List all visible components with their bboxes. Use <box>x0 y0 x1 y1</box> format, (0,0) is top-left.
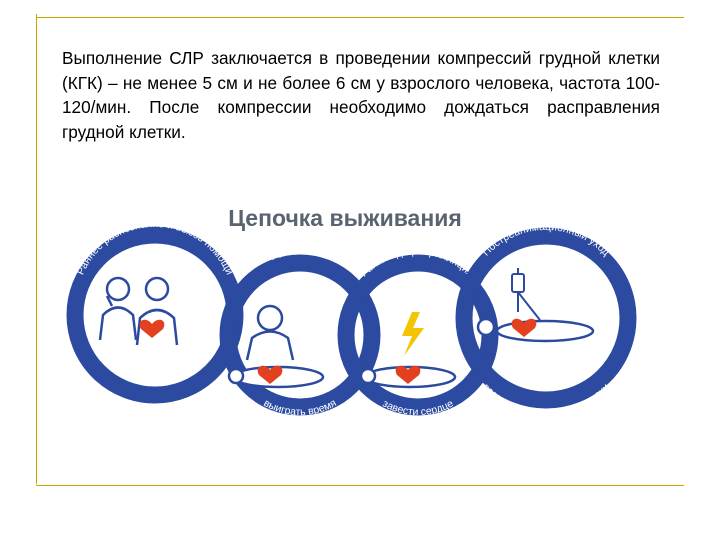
heart-icon <box>395 365 421 384</box>
heart-icon <box>139 319 165 338</box>
diagram-title: Цепочка выживания <box>228 205 462 231</box>
lightning-bolt-icon <box>402 312 424 356</box>
chain-link-2: Ранняя СЛР выиграть время <box>219 245 381 418</box>
chain-link-1: Раннее распознание и вызов помощи не доп… <box>66 218 244 418</box>
iv-drip-icon <box>511 268 541 321</box>
body-paragraph: Выполнение СЛР заключается в проведении … <box>62 48 660 142</box>
link-2-top-label: Ранняя СЛР <box>269 245 333 263</box>
chain-link-4: Постреанимационный уход восстановить кач… <box>455 221 637 419</box>
person-calling-icon <box>98 276 179 346</box>
bottom-rule <box>36 485 684 486</box>
top-rule <box>36 17 684 18</box>
left-rule <box>36 14 37 484</box>
heart-icon <box>257 365 283 384</box>
heart-icon <box>511 318 537 337</box>
